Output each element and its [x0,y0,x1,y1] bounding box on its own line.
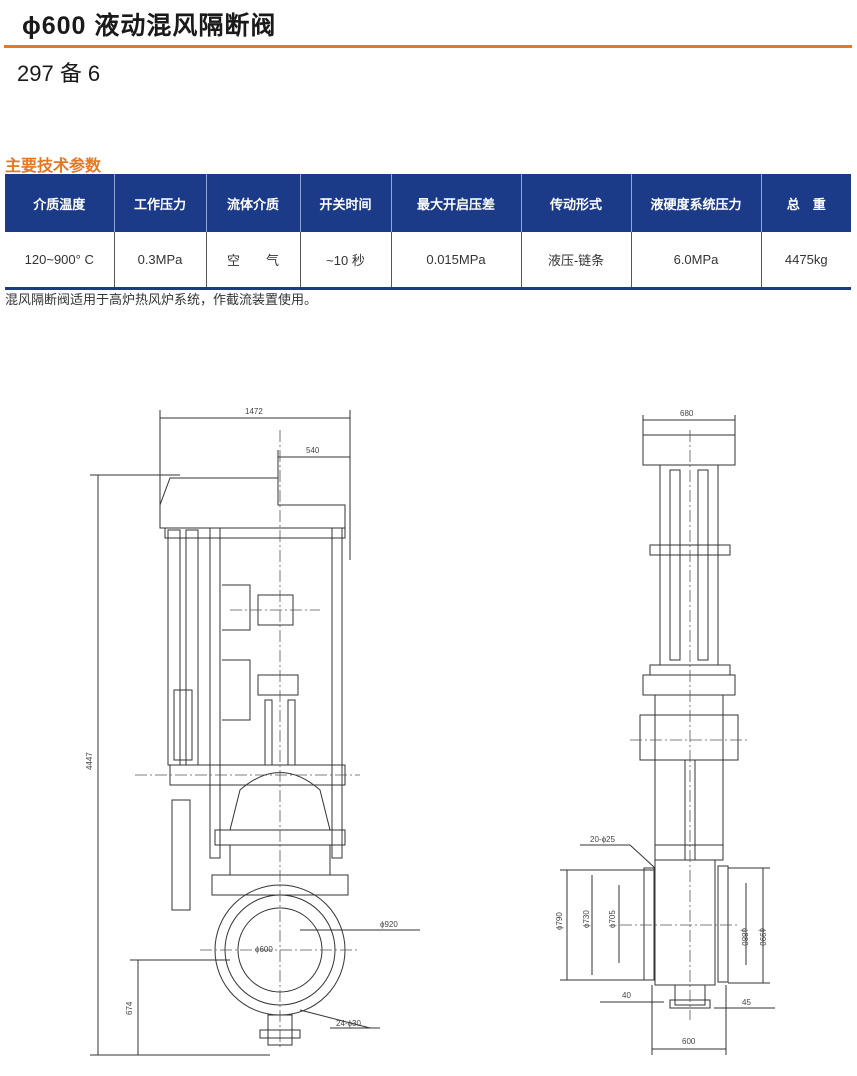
dim-bore: ϕ600 [255,945,273,954]
description-note: 混风隔断阀适用于高炉热风炉系统，作截流装置使用。 [5,292,318,307]
column-header: 传动形式 [520,174,631,232]
table-cell: 液压-链条 [520,232,631,289]
dim-holes: 24-ϕ30 [336,1019,361,1028]
dim-width: 1472 [245,407,263,416]
dim-base: 600 [682,1037,696,1046]
column-header: 最大开启压差 [390,174,521,232]
dim-flange: ϕ920 [380,920,398,929]
dim-d3: ϕ705 [608,910,617,928]
table-cell: 4475kg [760,232,851,289]
dim-t1: 40 [622,991,631,1000]
title-divider [4,45,852,48]
column-header: 开关时间 [299,174,391,232]
table-header-row: 介质温度 工作压力 流体介质 开关时间 最大开启压差 传动形式 液硬度系统压力 … [5,174,851,232]
dim-d1: ϕ790 [555,912,564,930]
column-header: 流体介质 [205,174,300,232]
technical-drawing: 1472 540 4447 674 ϕ920 ϕ600 24-ϕ30 [85,407,775,1056]
dim-height: 4447 [85,752,94,770]
column-header: 介质温度 [5,174,114,232]
dim-d4: ϕ880 [740,928,749,946]
dim-d2: ϕ730 [582,910,591,928]
side-view: 680 20-ϕ25 ϕ790 ϕ730 ϕ705 ϕ880 ϕ990 40 4… [555,409,775,1055]
table-cell: 120~900° C [24,252,94,267]
column-header: 液硬度系统压力 [630,174,761,232]
dim-t2: 45 [742,998,751,1007]
dim-lower: 674 [125,1001,134,1015]
column-header: 工作压力 [113,174,206,232]
table-cell: 空 气 [205,232,300,289]
table-cell: ~10 秒 [299,232,391,289]
page-title: ϕ600 液动混风隔断阀 [22,12,277,40]
table-cell: 0.015MPa [390,232,521,289]
section-title: 主要技术参数 [5,158,102,175]
table-row: 120~900° C 0.3MPa 空 气 ~10 秒 0.015MPa 液压-… [5,232,851,289]
spec-table: 介质温度 工作压力 流体介质 开关时间 最大开启压差 传动形式 液硬度系统压力 … [5,174,851,290]
front-view: 1472 540 4447 674 ϕ920 ϕ600 24-ϕ30 [85,407,420,1056]
table-cell: 0.3MPa [113,232,206,289]
dim-side-holes: 20-ϕ25 [590,835,615,844]
model-code: 297 备 6 [17,61,101,86]
dim-top: 680 [680,409,694,418]
column-header: 总 重 [760,174,851,232]
dim-d5: ϕ990 [758,928,767,946]
dim-offset: 540 [306,446,320,455]
table-cell: 6.0MPa [630,232,761,289]
